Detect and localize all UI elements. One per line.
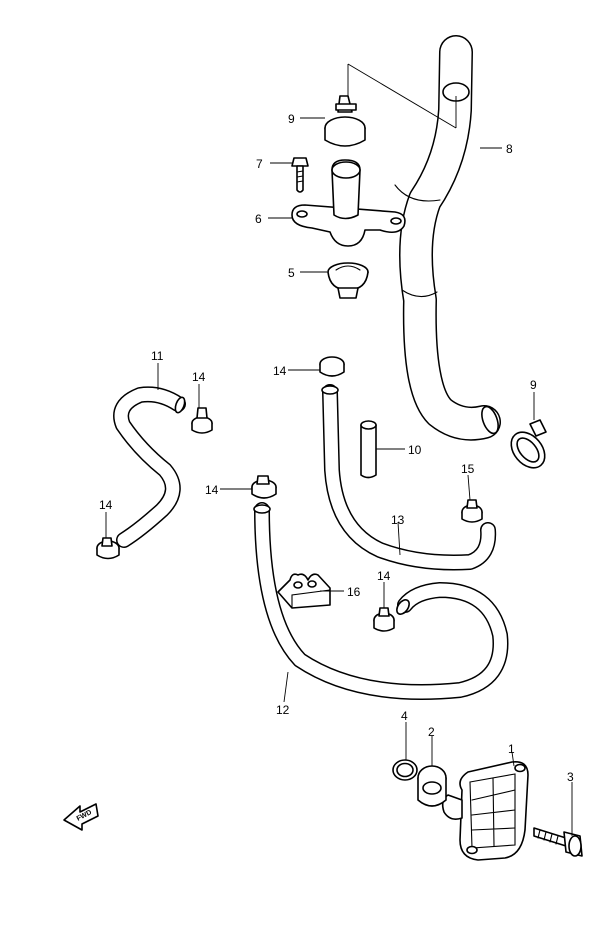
- outlet-pipe-part-8: [394, 35, 501, 441]
- thermostat-part-5: [327, 262, 369, 299]
- label-part-12: 12: [276, 703, 290, 717]
- pump-cover-part-1: [441, 760, 529, 861]
- label-part-2: 2: [428, 725, 435, 739]
- part-number-labels: 8 9 7 6 5 11 14 14 9 10 15 14 14 13 14 1…: [99, 112, 574, 784]
- label-part-9-top: 9: [288, 112, 295, 126]
- hose-part-10: [360, 420, 377, 479]
- label-part-14-c: 14: [99, 498, 113, 512]
- label-part-14-a: 14: [273, 364, 287, 378]
- hose-clamp-part-15: [461, 499, 483, 523]
- label-part-10: 10: [408, 443, 422, 457]
- label-part-3: 3: [567, 770, 574, 784]
- hose-clamp-part-14-e: [373, 607, 395, 632]
- label-part-1: 1: [508, 742, 515, 756]
- hose-clamp-part-9-top: [324, 95, 366, 147]
- bolt-part-7: [291, 157, 309, 193]
- label-part-11: 11: [151, 349, 164, 363]
- forward-arrow-icon: FWD: [63, 803, 99, 831]
- label-part-5: 5: [288, 266, 295, 280]
- hose-part-13: [321, 384, 497, 571]
- grommet-part-2: [417, 765, 447, 807]
- label-part-7: 7: [256, 157, 263, 171]
- label-part-9-lower: 9: [530, 378, 537, 392]
- hose-clamp-part-14-d: [251, 475, 277, 499]
- hose-part-12: [253, 502, 509, 700]
- label-part-15: 15: [461, 462, 475, 476]
- label-part-4: 4: [401, 709, 408, 723]
- label-part-14-b: 14: [192, 370, 206, 384]
- label-part-8: 8: [506, 142, 513, 156]
- thermostat-cover-part-6: [291, 159, 406, 247]
- o-ring-part-4: [392, 759, 418, 781]
- label-part-14-e: 14: [377, 569, 391, 583]
- hose-holder-part-16: [277, 573, 331, 609]
- label-part-6: 6: [255, 212, 262, 226]
- hose-clamp-part-14-b: [191, 407, 213, 434]
- hose-clamp-part-9-lower: [510, 419, 547, 469]
- hose-clamp-part-14-c: [96, 537, 120, 560]
- label-part-13: 13: [391, 513, 405, 527]
- label-part-14-d: 14: [205, 483, 219, 497]
- bolt-part-3: [533, 827, 583, 857]
- label-part-16: 16: [347, 585, 361, 599]
- hose-part-11: [113, 386, 186, 548]
- hose-clamp-part-14-a: [319, 356, 345, 377]
- leader-lines: [105, 63, 573, 836]
